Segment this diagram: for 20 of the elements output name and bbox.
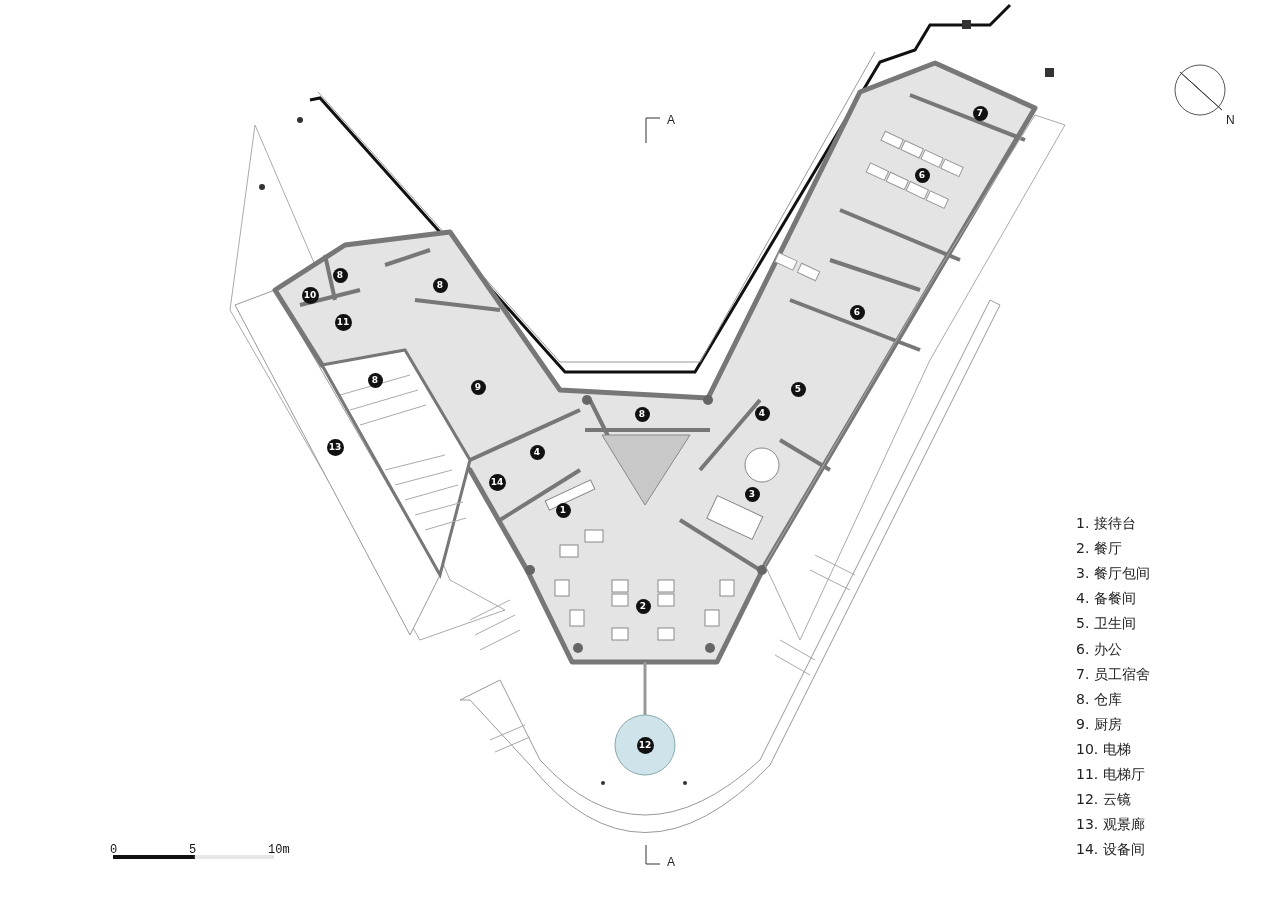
room-key-item: 9. 厨房 (1076, 716, 1122, 731)
room-key-item: 5. 卫生间 (1076, 616, 1136, 631)
room-key-item: 11. 电梯厅 (1076, 767, 1145, 781)
room-key-item: 4. 备餐间 (1076, 591, 1136, 606)
room-key-item: 12. 云镜 (1076, 792, 1131, 807)
scale-label: 0 (110, 844, 118, 856)
room-key-item: 1. 接待台 (1076, 516, 1136, 530)
room-key-item: 8. 仓库 (1076, 691, 1122, 706)
section-label: A (667, 114, 675, 126)
room-key-item: 2. 餐厅 (1076, 541, 1122, 556)
north-label: N (1226, 114, 1235, 126)
room-key-item: 6. 办公 (1076, 641, 1122, 656)
scale-label: 10m (268, 844, 290, 856)
room-key-item: 14. 设备间 (1076, 842, 1145, 857)
room-key-item: 3. 餐厅包间 (1076, 566, 1150, 581)
room-key-item: 7. 员工宿舍 (1076, 666, 1150, 681)
section-label: A (667, 856, 675, 868)
room-key-item: 13. 观景廊 (1076, 817, 1145, 832)
room-key-item: 10. 电梯 (1076, 741, 1131, 756)
scale-label: 5 (189, 844, 197, 856)
